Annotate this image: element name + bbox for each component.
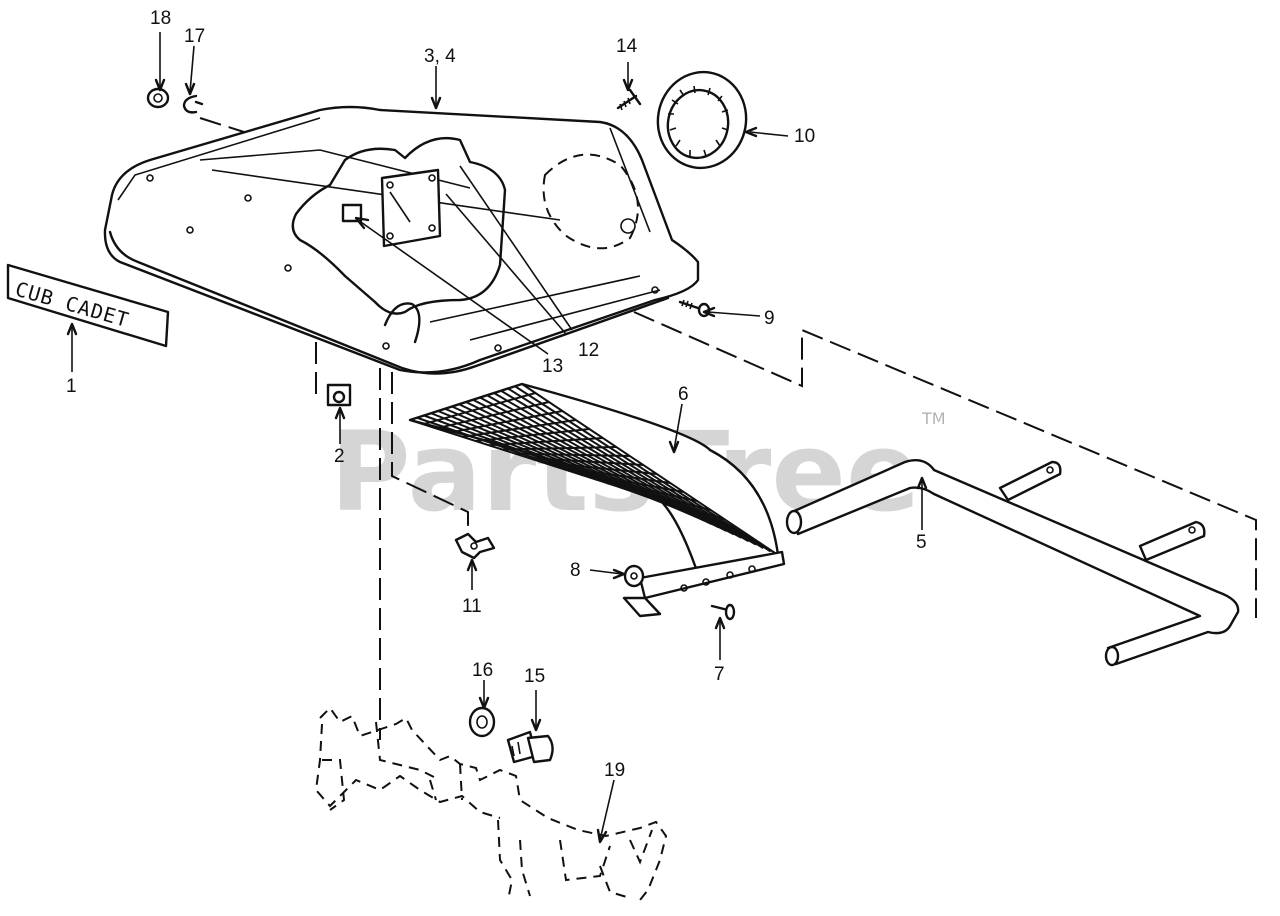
callout-12[interactable]: 12 <box>578 340 599 361</box>
callout-17[interactable]: 17 <box>184 26 205 47</box>
callout-19[interactable]: 19 <box>604 760 625 781</box>
callout-13[interactable]: 13 <box>542 356 563 377</box>
callout-3-4[interactable]: 3, 4 <box>424 46 456 67</box>
washer-16[interactable] <box>468 706 496 738</box>
callout-5[interactable]: 5 <box>916 532 927 553</box>
callout-2[interactable]: 2 <box>334 446 345 467</box>
hood[interactable] <box>103 105 700 375</box>
callout-15[interactable]: 15 <box>524 666 545 687</box>
shoulder-bolt-15[interactable] <box>506 730 554 764</box>
washer-8[interactable] <box>623 564 645 588</box>
callout-10[interactable]: 10 <box>794 126 815 147</box>
headlight-ring-10[interactable] <box>650 65 753 175</box>
callout-9[interactable]: 9 <box>764 308 775 329</box>
callout-18[interactable]: 18 <box>150 8 171 29</box>
screen-6[interactable] <box>408 382 786 618</box>
callout-11[interactable]: 11 <box>462 596 482 617</box>
callout-16[interactable]: 16 <box>472 660 493 681</box>
bolt-7[interactable] <box>710 603 736 621</box>
nut-18[interactable] <box>146 87 170 109</box>
lockwasher-17[interactable] <box>182 94 204 114</box>
callout-7[interactable]: 7 <box>714 664 725 685</box>
leader-lines <box>66 32 928 844</box>
assembly-lines <box>199 117 1257 740</box>
callout-8[interactable]: 8 <box>570 560 581 581</box>
screw-9[interactable] <box>678 299 711 318</box>
nameplate-cub-cadet[interactable]: CUB CADET <box>6 263 170 348</box>
frame-19[interactable] <box>314 706 668 901</box>
screw-14[interactable] <box>616 88 642 111</box>
support-rod-5[interactable] <box>785 459 1240 667</box>
wingnut-11[interactable] <box>454 532 496 560</box>
callout-1[interactable]: 1 <box>66 376 77 397</box>
callout-6[interactable]: 6 <box>678 384 689 405</box>
clip-2[interactable] <box>326 383 352 407</box>
callout-14[interactable]: 14 <box>616 36 638 57</box>
callout-labels: 18 17 3, 4 14 10 9 12 13 1 2 6 5 8 11 7 … <box>66 8 927 781</box>
watermark-tm: TM <box>921 409 946 428</box>
